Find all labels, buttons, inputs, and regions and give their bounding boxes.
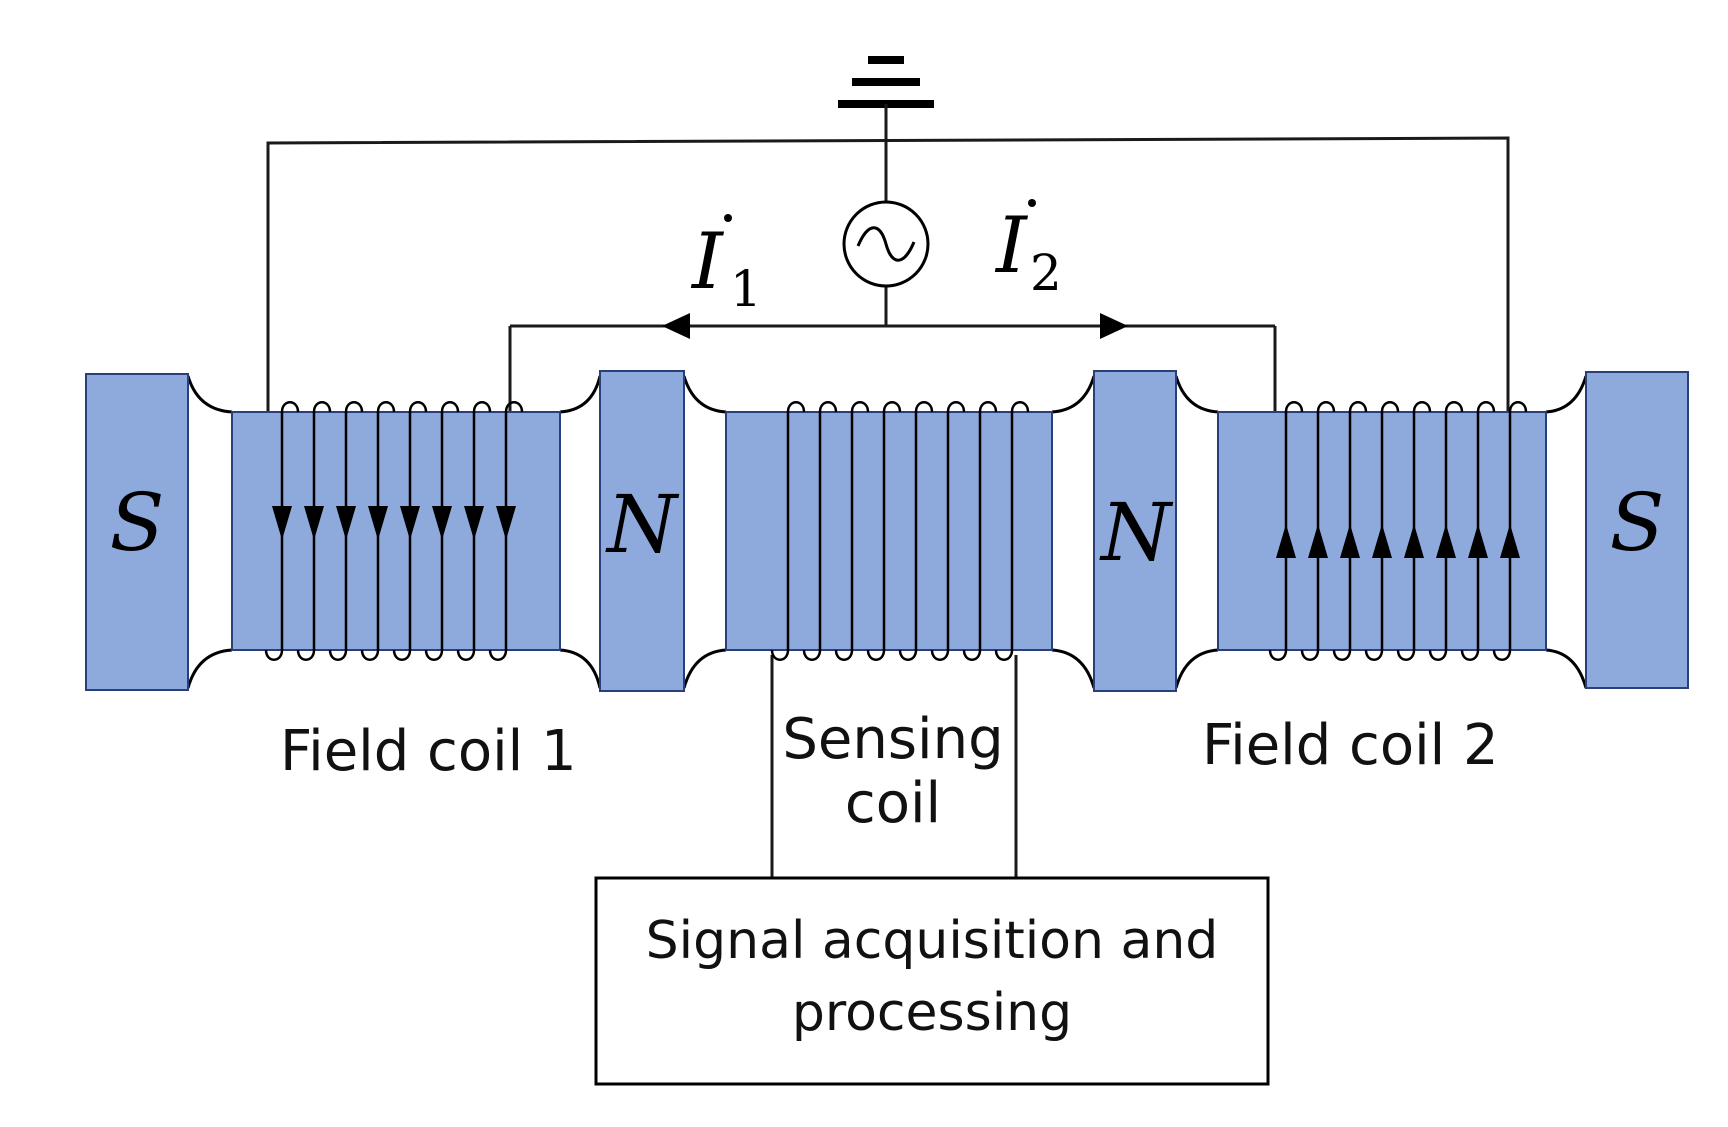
current-arrow-i1 — [662, 313, 690, 339]
svg-text:processing: processing — [792, 983, 1072, 1043]
svg-text:I: I — [994, 201, 1029, 291]
winding-loop — [898, 649, 918, 661]
arrow-up-icon — [1276, 524, 1296, 558]
ground-icon — [838, 56, 934, 108]
winding-loop — [1396, 649, 1416, 661]
winding-loop — [978, 401, 998, 413]
svg-text:S: S — [1610, 476, 1665, 569]
field-coil-2-winding — [1268, 401, 1528, 661]
current-arrow-i2 — [1100, 313, 1128, 339]
svg-text:N: N — [605, 478, 680, 571]
winding-loop — [296, 649, 316, 661]
arrow-down-icon — [304, 506, 324, 540]
winding-loop — [376, 401, 396, 413]
winding-loop — [914, 401, 934, 413]
winding-loop — [1412, 401, 1432, 413]
field-coil-1-winding — [264, 401, 524, 661]
winding-loop — [440, 401, 460, 413]
winding-loop — [1476, 401, 1496, 413]
current-label-i2: I 2 — [994, 199, 1062, 302]
arrow-down-icon — [272, 506, 292, 540]
svg-text:S: S — [110, 476, 165, 569]
arrow-down-icon — [432, 506, 452, 540]
winding-loop — [456, 649, 476, 661]
circuit-wires — [266, 104, 1510, 878]
arrow-down-icon — [496, 506, 516, 540]
arrow-up-icon — [1468, 524, 1488, 558]
winding-loop — [1332, 649, 1352, 661]
winding-loop — [850, 401, 870, 413]
winding-loop — [946, 401, 966, 413]
winding-loop — [1348, 401, 1368, 413]
winding-loop — [1364, 649, 1384, 661]
svg-text:N: N — [1099, 486, 1174, 579]
flux-connectors — [186, 375, 1588, 689]
svg-text:1: 1 — [730, 260, 762, 318]
winding-loop — [1268, 649, 1288, 661]
winding-loop — [280, 401, 300, 413]
winding-loop — [1428, 649, 1448, 661]
winding-loop — [1460, 649, 1480, 661]
winding-loop — [504, 401, 524, 413]
winding-loop — [866, 649, 886, 661]
winding-loop — [994, 649, 1014, 661]
winding-loop — [1444, 401, 1464, 413]
magnet-right-outer: S — [1585, 371, 1689, 689]
field-coil-1-label: Field coil 1 — [280, 719, 577, 784]
arrow-down-icon — [400, 506, 420, 540]
magnet-left-outer: S — [85, 373, 189, 691]
sensing-coil-label-line1: Sensing — [782, 707, 1003, 772]
sensing-coil-label-line2: coil — [845, 771, 941, 836]
winding-loop — [1300, 649, 1320, 661]
winding-loop — [472, 401, 492, 413]
winding-loop — [882, 401, 902, 413]
winding-loop — [802, 649, 822, 661]
current-label-i1: I 1 — [690, 214, 762, 318]
winding-loop — [930, 649, 950, 661]
arrow-up-icon — [1436, 524, 1456, 558]
winding-loop — [312, 401, 332, 413]
winding-loop — [1316, 401, 1336, 413]
svg-text:I: I — [690, 217, 725, 307]
sensing-coil-winding — [770, 401, 1030, 661]
svg-text:2: 2 — [1030, 244, 1062, 302]
arrow-up-icon — [1340, 524, 1360, 558]
sensing-coil-core — [725, 411, 1053, 651]
winding-loop — [360, 649, 380, 661]
arrow-down-icon — [464, 506, 484, 540]
winding-loop — [786, 401, 806, 413]
ac-source-icon — [842, 200, 930, 288]
winding-loop — [1010, 401, 1030, 413]
svg-text:Signal acquisition and: Signal acquisition and — [646, 911, 1219, 971]
winding-loop — [264, 649, 284, 661]
winding-loop — [1380, 401, 1400, 413]
winding-loop — [1492, 649, 1512, 661]
arrow-up-icon — [1308, 524, 1328, 558]
arrow-up-icon — [1500, 524, 1520, 558]
arrow-up-icon — [1404, 524, 1424, 558]
winding-loop — [834, 649, 854, 661]
winding-loop — [1284, 401, 1304, 413]
winding-loop — [392, 649, 412, 661]
arrow-down-icon — [368, 506, 388, 540]
winding-loop — [344, 401, 364, 413]
magnet-left-inner: N — [599, 370, 685, 692]
winding-loop — [328, 649, 348, 661]
arrow-up-icon — [1372, 524, 1392, 558]
winding-loop — [488, 649, 508, 661]
signal-processing-box: Signal acquisition and processing — [594, 876, 1270, 1086]
winding-loop — [408, 401, 428, 413]
winding-loop — [962, 649, 982, 661]
winding-loop — [424, 649, 444, 661]
winding-loop — [1508, 401, 1528, 413]
arrow-down-icon — [336, 506, 356, 540]
field-coil-2-label: Field coil 2 — [1202, 713, 1499, 778]
winding-loop — [770, 649, 790, 661]
winding-loop — [818, 401, 838, 413]
magnet-right-inner: N — [1093, 370, 1177, 692]
